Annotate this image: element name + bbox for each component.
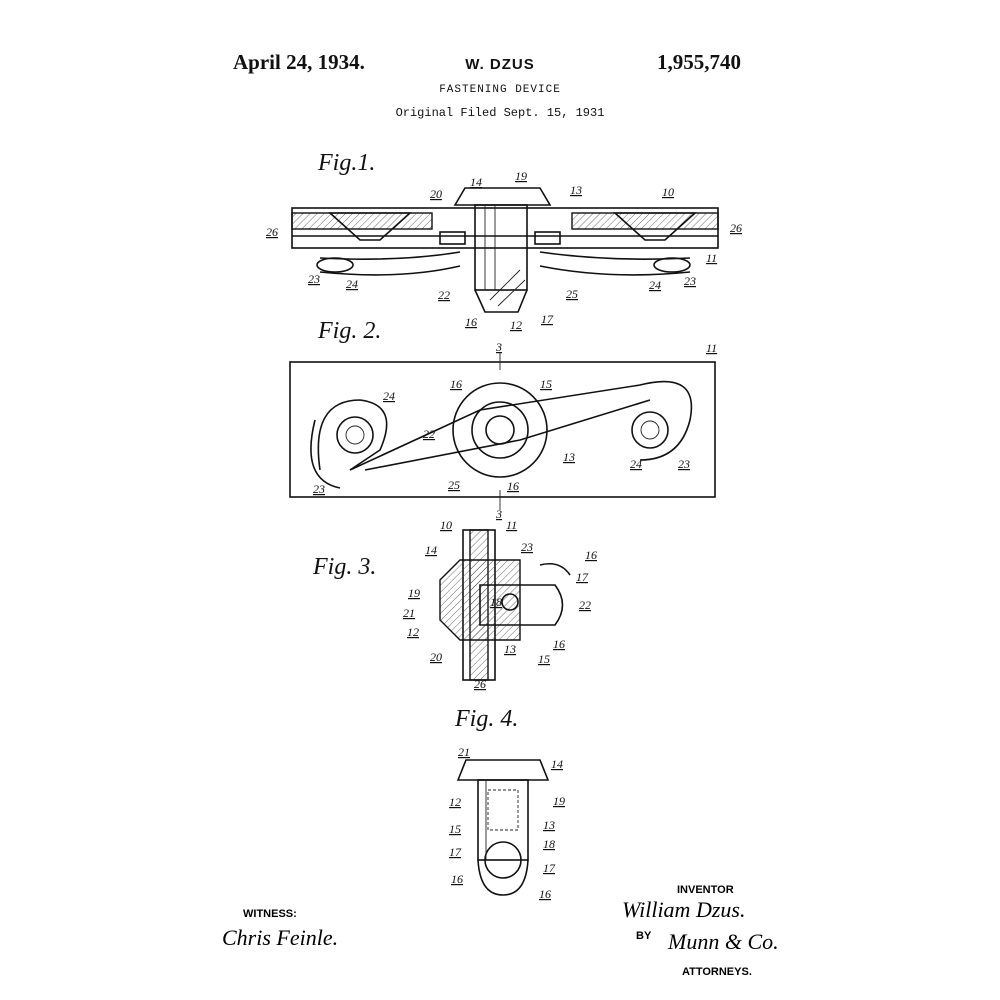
ref-numeral: 12 (510, 318, 522, 332)
ref-numeral: 12 (407, 625, 419, 639)
ref-numeral: 23 (313, 482, 325, 496)
ref-numeral: 14 (551, 757, 563, 771)
ref-numeral: 26 (474, 677, 486, 691)
ref-numeral: 19 (408, 586, 420, 600)
ref-numeral: 18 (490, 595, 502, 609)
ref-numeral: 21 (403, 606, 415, 620)
ref-numeral: 26 (730, 221, 742, 235)
ref-numeral: 11 (706, 341, 717, 355)
ref-numeral: 16 (450, 377, 462, 391)
ref-numeral: 22 (423, 427, 435, 441)
ref-numeral: 11 (706, 251, 717, 265)
ref-numeral: 3 (495, 507, 502, 521)
figure-3-reference-numerals: 10 11 14 23 16 17 19 18 22 21 12 16 13 1… (403, 518, 597, 691)
ref-numeral: 26 (266, 225, 278, 239)
figure-2-reference-numerals: 3 11 16 15 24 22 13 23 24 25 16 23 3 (313, 340, 717, 521)
ref-numeral: 24 (346, 277, 358, 291)
ref-numeral: 19 (553, 794, 565, 808)
inventor-label: INVENTOR (677, 884, 734, 896)
ref-numeral: 24 (383, 389, 395, 403)
figure-1-label: Fig.1. (317, 150, 375, 176)
ref-numeral: 13 (543, 818, 555, 832)
ref-numeral: 20 (430, 187, 442, 201)
ref-numeral: 14 (470, 175, 482, 189)
figure-3: Fig. 3. 10 11 14 23 16 17 19 18 22 21 12… (312, 518, 597, 691)
ref-numeral: 17 (576, 570, 589, 584)
ref-numeral: 12 (449, 795, 461, 809)
ref-numeral: 17 (543, 861, 556, 875)
patent-title: FASTENING DEVICE (439, 84, 561, 96)
ref-numeral: 10 (440, 518, 452, 532)
ref-numeral: 25 (566, 287, 578, 301)
witness-label: WITNESS: (243, 908, 297, 920)
ref-numeral: 13 (563, 450, 575, 464)
ref-numeral: 13 (570, 183, 582, 197)
figure-2: Fig. 2. 3 11 16 15 24 22 13 23 24 25 16 … (289, 318, 717, 521)
signature-block: WITNESS: Chris Feinle. INVENTOR William … (222, 884, 779, 978)
figure-1: Fig.1. 14 19 13 10 20 26 26 11 23 24 22 (266, 150, 742, 332)
ref-numeral: 16 (585, 548, 597, 562)
figure-4-reference-numerals: 21 14 12 19 15 13 17 18 17 16 16 (449, 745, 565, 901)
ref-numeral: 23 (678, 457, 690, 471)
attorneys-label: ATTORNEYS. (682, 966, 752, 978)
figure-2-label: Fig. 2. (317, 318, 381, 344)
ref-numeral: 21 (458, 745, 470, 759)
ref-numeral: 23 (308, 272, 320, 286)
ref-numeral: 16 (539, 887, 551, 901)
ref-numeral: 19 (515, 169, 527, 183)
patent-date: April 24, 1934. (233, 50, 365, 74)
attorney-signature: Munn & Co. (667, 929, 779, 954)
ref-numeral: 24 (630, 457, 642, 471)
ref-numeral: 17 (541, 312, 554, 326)
ref-numeral: 16 (451, 872, 463, 886)
ref-numeral: 23 (521, 540, 533, 554)
ref-numeral: 24 (649, 278, 661, 292)
ref-numeral: 22 (438, 288, 450, 302)
ref-numeral: 18 (543, 837, 555, 851)
ref-numeral: 15 (540, 377, 552, 391)
ref-numeral: 14 (425, 543, 437, 557)
filed-date: Original Filed Sept. 15, 1931 (395, 106, 605, 120)
inventor-name-heading: W. DZUS (465, 56, 535, 73)
ref-numeral: 11 (506, 518, 517, 532)
ref-numeral: 15 (538, 652, 550, 666)
ref-numeral: 20 (430, 650, 442, 664)
ref-numeral: 23 (684, 274, 696, 288)
ref-numeral: 15 (449, 822, 461, 836)
ref-numeral: 13 (504, 642, 516, 656)
ref-numeral: 10 (662, 185, 674, 199)
ref-numeral: 17 (449, 845, 462, 859)
figure-1-reference-numerals: 14 19 13 10 20 26 26 11 23 24 22 25 16 1… (266, 169, 742, 332)
ref-numeral: 25 (448, 478, 460, 492)
patent-number: 1,955,740 (657, 50, 741, 74)
ref-numeral: 22 (579, 598, 591, 612)
ref-numeral: 16 (465, 315, 477, 329)
ref-numeral: 16 (507, 479, 519, 493)
ref-numeral: 3 (495, 340, 502, 354)
inventor-signature: William Dzus. (622, 897, 745, 922)
figure-4: Fig. 4. 21 14 12 19 15 13 17 18 17 16 16 (449, 706, 565, 901)
figure-4-label: Fig. 4. (454, 706, 518, 732)
ref-numeral: 16 (553, 637, 565, 651)
by-label: BY (636, 930, 652, 942)
figure-3-label: Fig. 3. (312, 554, 376, 580)
witness-signature: Chris Feinle. (222, 925, 338, 950)
